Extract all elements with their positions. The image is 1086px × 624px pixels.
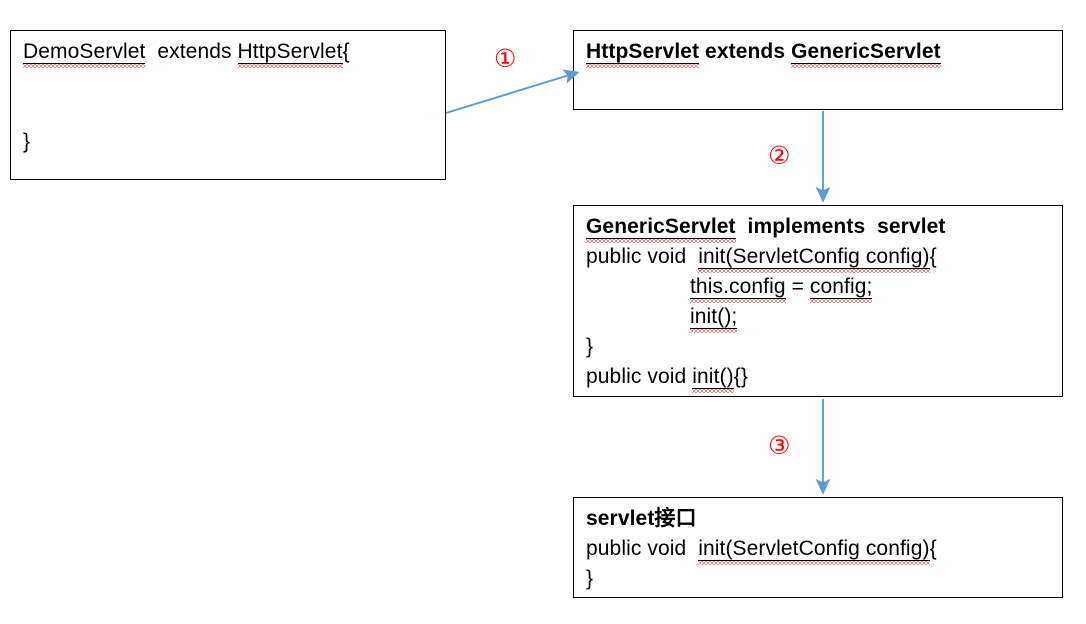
code-token: [23, 70, 29, 93]
code-line: public void init(){}: [586, 362, 1050, 392]
code-token: [23, 100, 29, 123]
code-token: }: [586, 567, 594, 590]
code-token: {}: [733, 365, 748, 388]
code-token: servlet接口: [586, 507, 697, 530]
code-line: }: [586, 564, 1050, 594]
code-token: public void: [586, 245, 699, 268]
code-token: }: [23, 130, 31, 153]
step-number-2: ②: [768, 141, 791, 170]
identifier-token: init(ServletConfig config): [698, 245, 930, 269]
code-line: }: [586, 332, 1050, 362]
code-token: public void: [586, 537, 699, 560]
code-token: {: [929, 537, 937, 560]
code-token: implements servlet: [735, 215, 946, 238]
code-line: }: [23, 127, 433, 157]
code-token: extends: [699, 40, 792, 63]
code-token: {: [342, 40, 350, 63]
code-token: {: [929, 245, 937, 268]
code-line: GenericServlet implements servlet: [586, 212, 1050, 242]
code-line: servlet接口: [586, 504, 1050, 534]
code-line: DemoServlet extends HttpServlet{: [23, 37, 433, 67]
box-demo-servlet[interactable]: DemoServlet extends HttpServlet{ }: [10, 30, 446, 180]
code-token: }: [586, 335, 594, 358]
identifier-token: init();: [690, 305, 738, 329]
arrow-1: [445, 69, 580, 114]
step-number-3: ③: [768, 431, 791, 460]
code-line: [23, 97, 433, 127]
code-line: [23, 67, 433, 97]
code-line: HttpServlet extends GenericServlet: [586, 37, 1050, 67]
identifier-token: config;: [809, 275, 873, 299]
code-token: extends: [145, 40, 238, 63]
code-line: public void init(ServletConfig config){: [586, 534, 1050, 564]
identifier-token: GenericServlet: [586, 215, 736, 239]
code-token: =: [785, 275, 810, 298]
code-line: this.config = config;: [586, 272, 1050, 302]
code-token: public void: [586, 365, 693, 388]
identifier-token: HttpServlet: [586, 40, 700, 64]
box-servlet-interface[interactable]: servlet接口 public void init(ServletConfig …: [573, 497, 1063, 598]
identifier-token: DemoServlet: [23, 40, 146, 64]
code-line: init();: [586, 302, 1050, 332]
identifier-token: this.config: [690, 275, 786, 299]
step-number-1: ①: [494, 44, 517, 73]
code-line: public void init(ServletConfig config){: [586, 242, 1050, 272]
identifier-token: GenericServlet: [791, 40, 941, 64]
box-http-servlet[interactable]: HttpServlet extends GenericServlet: [573, 30, 1063, 110]
identifier-token: HttpServlet: [237, 40, 343, 64]
identifier-token: init(ServletConfig config): [698, 537, 930, 561]
identifier-token: init(): [692, 365, 734, 389]
